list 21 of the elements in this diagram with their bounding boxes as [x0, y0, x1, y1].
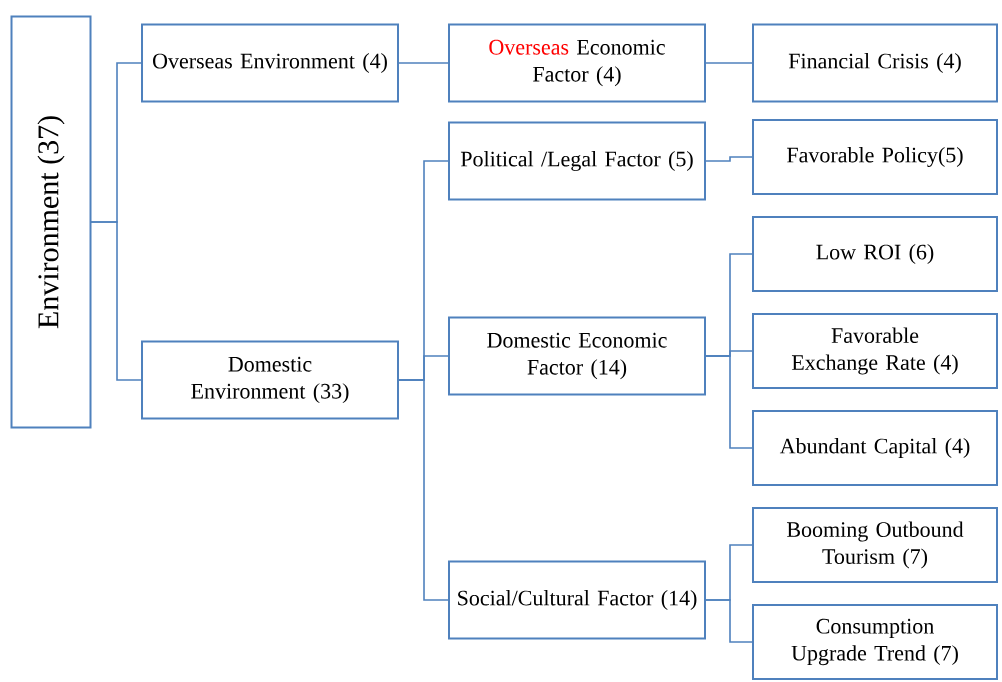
connector-line [705, 62, 753, 64]
factor-box: Favorable Policy(5) [752, 119, 998, 195]
connector-line [90, 221, 142, 381]
factor-box: Consumption Upgrade Trend (7) [752, 604, 998, 680]
factor-box: Domestic Economic Factor (14) [448, 316, 706, 396]
factor-box: Financial Crisis (4) [752, 23, 998, 103]
connector-line [398, 62, 449, 64]
connector-line [705, 355, 753, 449]
connector-line [705, 599, 753, 643]
factor-box: Booming Outbound Tourism (7) [752, 507, 998, 583]
factor-box: Favorable Exchange Rate (4) [752, 313, 998, 389]
category-box: Environment (37) [10, 15, 92, 429]
connector-line [398, 379, 449, 601]
factor-box: Abundant Capital (4) [752, 410, 998, 486]
factor-box: Domestic Environment (33) [141, 340, 399, 420]
factor-box: Overseas Economic Factor (4) [448, 23, 706, 103]
factor-box: Low ROI (6) [752, 216, 998, 292]
factor-box: Social/Cultural Factor (14) [448, 560, 706, 640]
connector-line [705, 156, 753, 162]
factor-box: Political /Legal Factor (5) [448, 121, 706, 201]
factor-box: Overseas Environment (4) [141, 23, 399, 103]
